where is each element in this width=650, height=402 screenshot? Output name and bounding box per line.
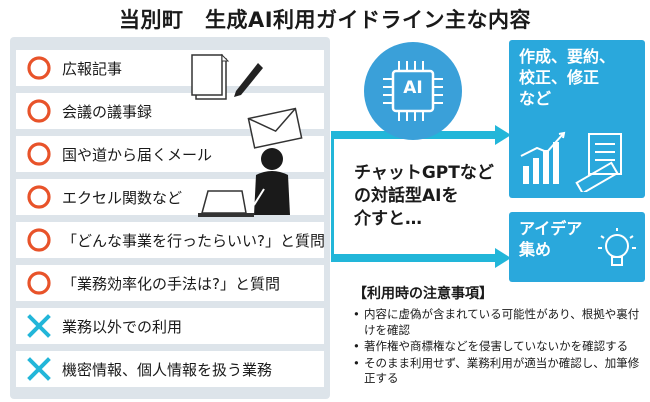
output-box-text: 作成、要約、 校正、修正 など — [519, 46, 615, 109]
list-item-label: 広報記事 — [62, 59, 123, 78]
list-item: 「どんな事業を行ったらいい?」と質問 — [16, 222, 325, 258]
ai-chip-icon — [383, 61, 443, 121]
ng-cross-icon — [27, 357, 51, 381]
flow-arrow-bottom — [331, 248, 511, 268]
list-item: 業務以外での利用 — [16, 308, 324, 344]
caution-item: そのまま利用せず、業務利用が適当か確認し、加筆修正する — [353, 356, 649, 387]
ai-chip-badge: AI — [364, 42, 462, 140]
ok-circle-icon — [27, 142, 51, 166]
list-item-label: 「業務効率化の手法は?」と質問 — [62, 274, 280, 293]
output-line: 作成、要約、 — [519, 47, 616, 66]
caution-item: 内容に虚偽が含まれている可能性があり、根拠や裏付けを確認 — [353, 307, 649, 338]
caution-section: 【利用時の注意事項】 内容に虚偽が含まれている可能性があり、根拠や裏付けを確認 … — [353, 283, 649, 388]
list-item-label: 業務以外での利用 — [62, 317, 183, 336]
person-laptop-icon — [198, 148, 290, 217]
output-line: など — [519, 89, 552, 108]
ok-circle-icon — [27, 56, 51, 80]
list-item: 広報記事 — [16, 50, 324, 86]
output-line: アイデア — [519, 219, 583, 238]
ok-circle-icon — [27, 228, 51, 252]
ai-chip-label: AI — [403, 78, 423, 98]
usage-list-panel: 広報記事 会議の議事録 国や道から届くメール エクセル関数など 「どんな事業を行… — [10, 37, 330, 399]
list-item-label: 会議の議事録 — [62, 102, 153, 121]
list-item-label: エクセル関数など — [62, 188, 183, 207]
ok-circle-icon — [27, 99, 51, 123]
ng-cross-icon — [27, 314, 51, 338]
middle-caption-line: チャットGPTなど — [354, 163, 494, 183]
ok-circle-icon — [27, 271, 51, 295]
output-line: 集め — [519, 240, 552, 259]
ok-circle-icon — [27, 185, 51, 209]
caution-list: 内容に虚偽が含まれている可能性があり、根拠や裏付けを確認 著作権や商標権などを侵… — [353, 307, 649, 387]
flow-connector — [331, 135, 334, 259]
output-line: 校正、修正 — [519, 68, 600, 87]
document-pen-icon — [191, 53, 263, 100]
output-box-ideas: アイデア 集め — [509, 212, 645, 282]
list-item: 「業務効率化の手法は?」と質問 — [16, 265, 324, 301]
list-item-label: 機密情報、個人情報を扱う業務 — [62, 360, 273, 379]
output-box-editing: 作成、要約、 校正、修正 など — [509, 40, 645, 198]
list-item: 機密情報、個人情報を扱う業務 — [16, 351, 324, 387]
middle-caption-line: の対話型AIを — [354, 186, 459, 206]
envelope-icon — [247, 107, 303, 149]
lightbulb-icon — [598, 228, 636, 266]
chart-documents-icon — [520, 131, 622, 192]
middle-caption-line: 介すと… — [354, 209, 422, 229]
caution-heading: 【利用時の注意事項】 — [353, 286, 493, 302]
list-item: 会議の議事録 — [16, 93, 324, 129]
caution-item: 著作権や商標権などを侵害していないかを確認する — [353, 339, 649, 355]
middle-caption: チャットGPTなど の対話型AIを 介すと… — [354, 162, 504, 231]
list-item-label: 国や道から届くメール — [62, 145, 213, 164]
list-item-label: 「どんな事業を行ったらいい?」と質問 — [62, 231, 325, 250]
page-title: 当別町 生成AI利用ガイドライン主な内容 — [118, 8, 532, 32]
output-box-text: アイデア 集め — [519, 218, 582, 260]
